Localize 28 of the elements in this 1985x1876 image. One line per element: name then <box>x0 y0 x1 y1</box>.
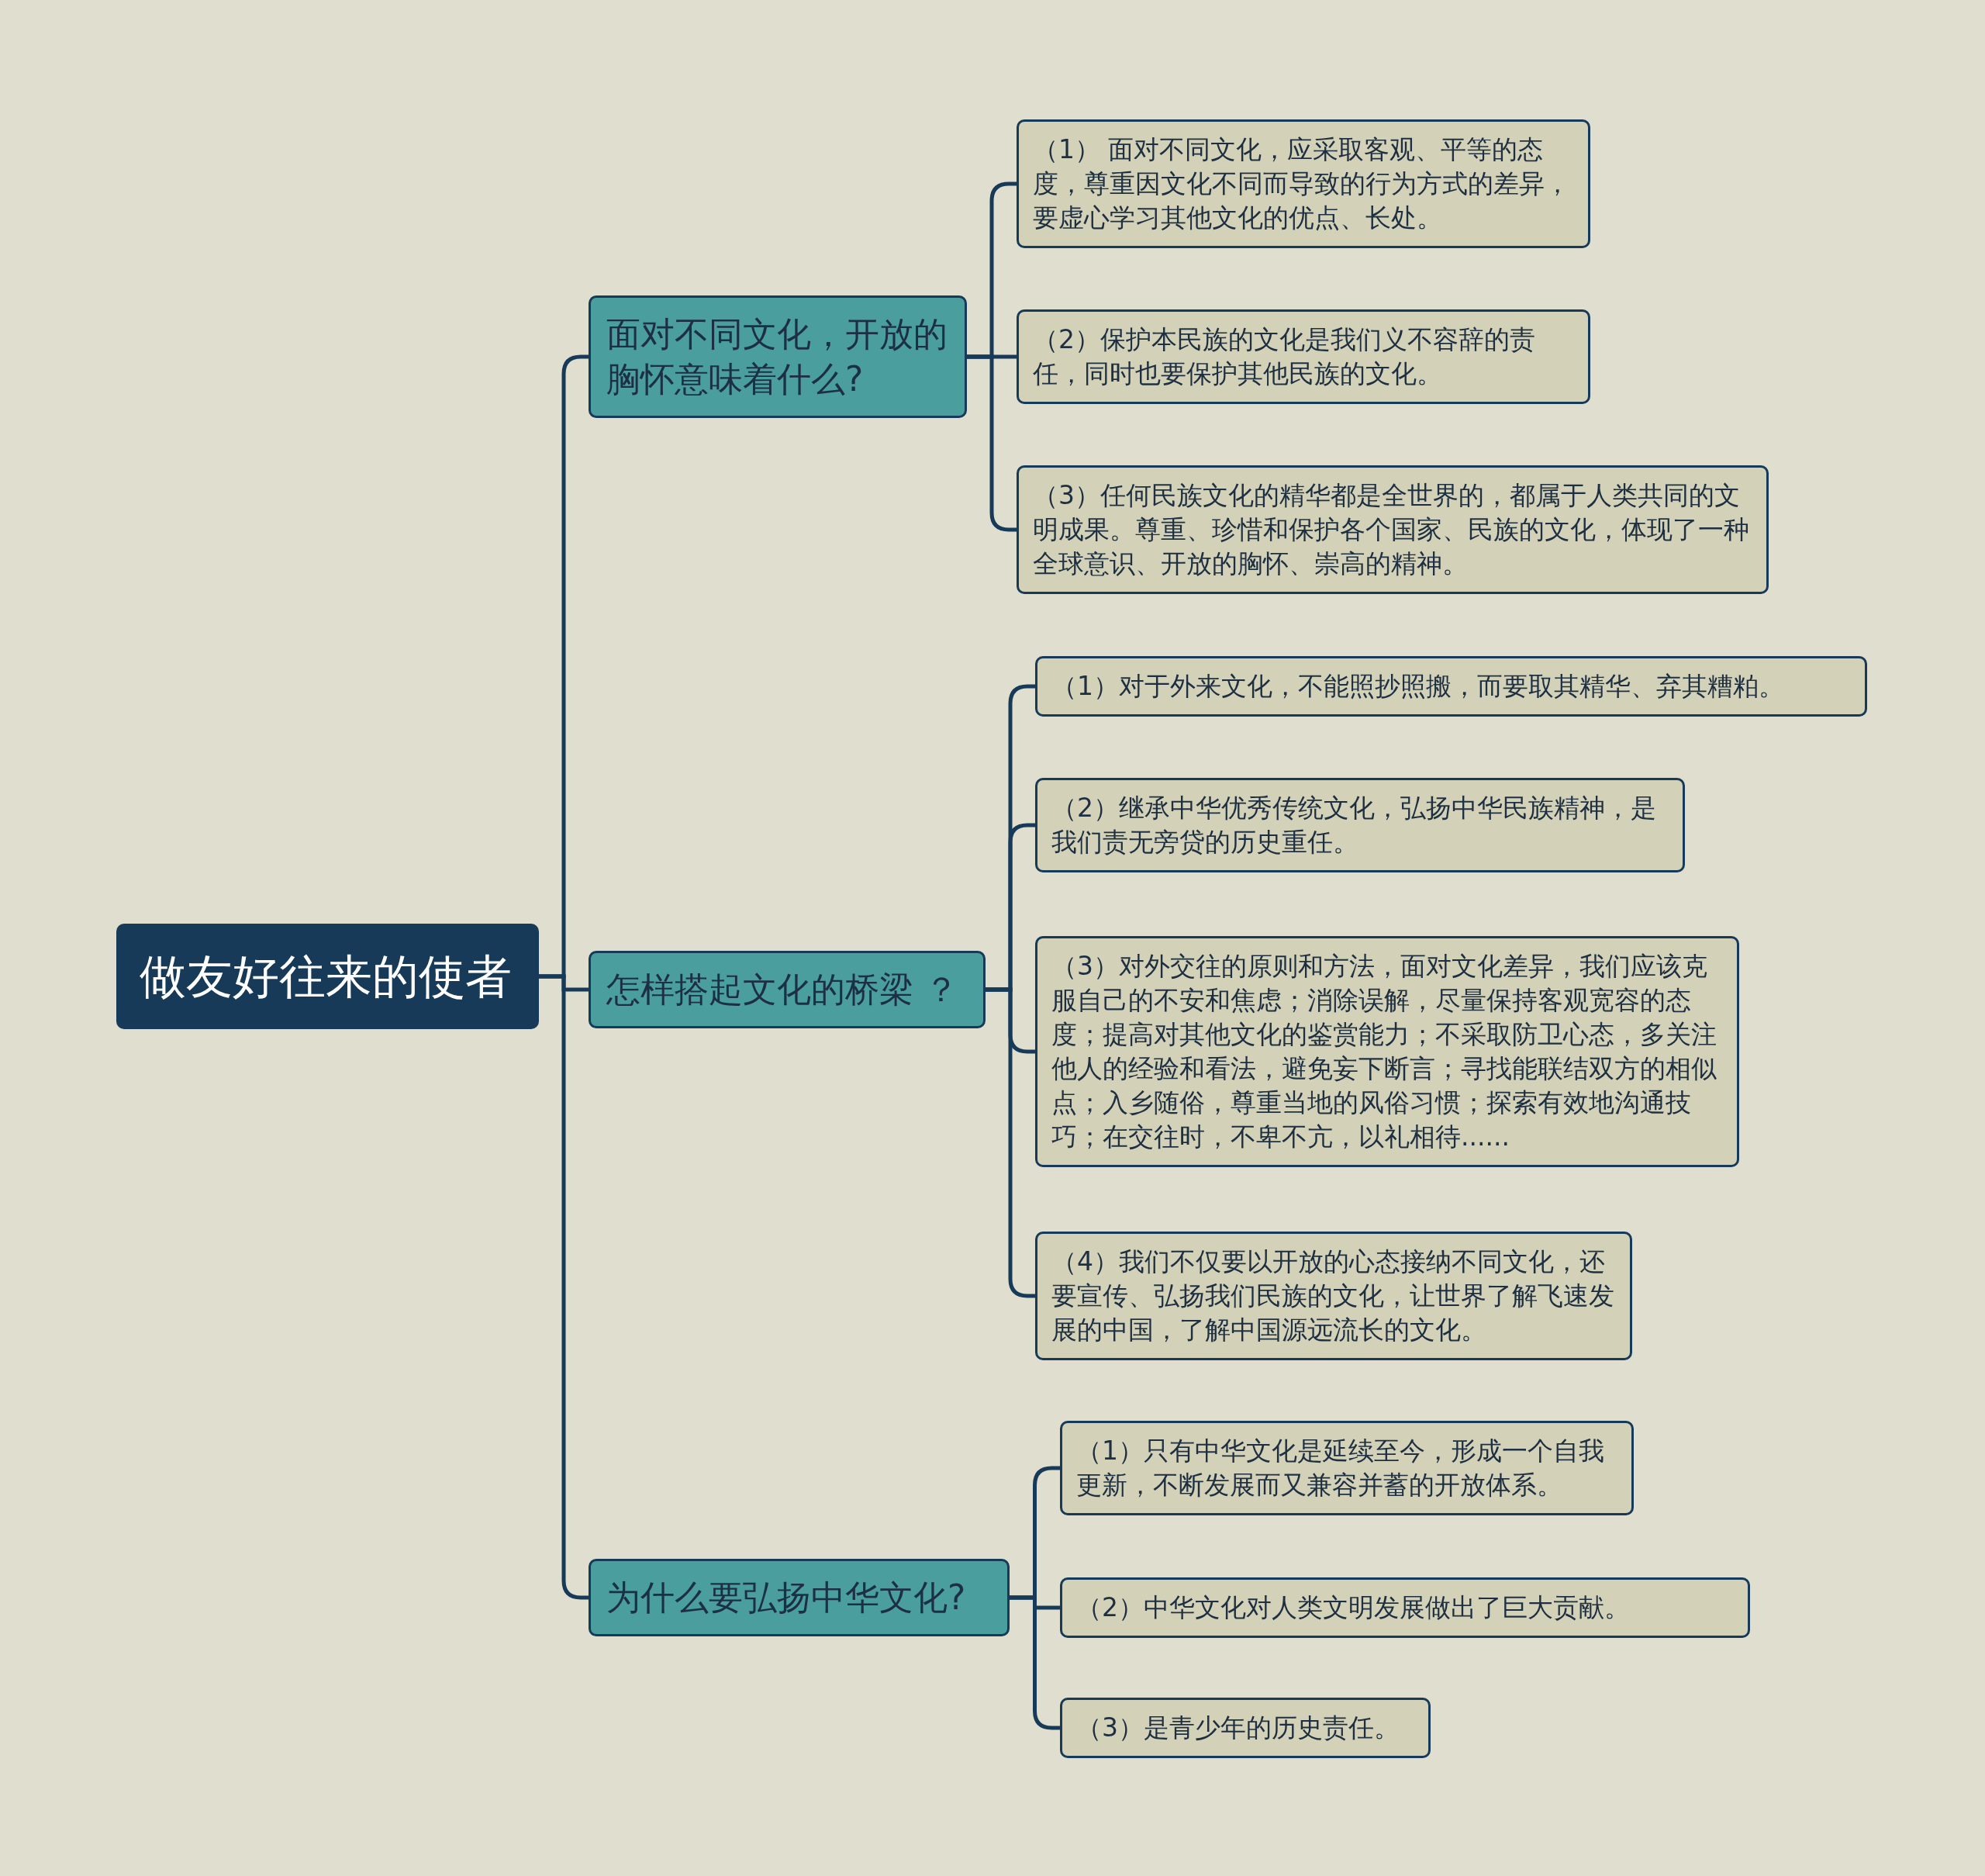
topic-text: 面对不同文化，开放的胸怀意味着什么? <box>606 314 948 399</box>
leaf-topic-box <box>1035 936 1739 1167</box>
branch-topic-box <box>589 295 967 418</box>
leaf-topic-box <box>1035 656 1867 717</box>
topic-text: （2）继承中华优秀传统文化，弘扬中华民族精神，是我们责无旁贷的历史重任。 <box>1051 793 1656 857</box>
topic-text: 为什么要弘扬中华文化? <box>606 1577 966 1617</box>
leaf-topic-box <box>1017 119 1590 248</box>
topic-text: （3）是青少年的历史责任。 <box>1076 1712 1400 1743</box>
leaf-topic-box <box>1060 1698 1431 1758</box>
branch-topic-box <box>589 951 986 1028</box>
topic-text: （2）保护本民族的文化是我们义不容辞的责任，同时也要保护其他民族的文化。 <box>1033 324 1535 389</box>
topic-text: （3）对外交往的原则和方法，面对文化差异，我们应该克服自己的不安和焦虑；消除误解，尽量保持客观宽容的态度；提高对其他文化的鉴赏能力；不采取防卫心态，多关注他人的经验和看法，避免妄下断言；寻找能联结双方的相似点；入乡随俗，尊重当地的风俗习惯；探索有效地沟通技巧；在交往时，不卑不亢，以礼相待...... <box>1051 951 1717 1152</box>
root-topic-box <box>116 924 539 1029</box>
leaf-topic-box <box>1060 1421 1634 1515</box>
topic-text: （2）中华文化对人类文明发展做出了巨大贡献。 <box>1076 1592 1630 1622</box>
leaf-topic-box <box>1017 465 1769 594</box>
leaf-topic-box <box>1035 778 1685 872</box>
topic-text: （1）对于外来文化，不能照抄照搬，而要取其精华、弃其糟粕。 <box>1051 671 1784 701</box>
topic-text: （4）我们不仅要以开放的心态接纳不同文化，还要宣传、弘扬我们民族的文化，让世界了解飞速发展的中国，了解中国源远流长的文化。 <box>1051 1246 1614 1345</box>
topic-text: 怎样搭起文化的桥梁 ？ <box>606 969 958 1009</box>
topic-text: 做友好往来的使者 <box>140 949 512 1004</box>
topic-text: （1） 面对不同文化，应采取客观、平等的态度，尊重因文化不同而导致的行为方式的差异，要虚心学习其他文化的优点、长处。 <box>1033 134 1570 233</box>
leaf-topic-box <box>1017 309 1590 404</box>
leaf-topic-box <box>1060 1577 1750 1638</box>
topic-text: （3）任何民族文化的精华都是全世界的，都属于人类共同的文明成果。尊重、珍惜和保护各个国家、民族的文化，体现了一种全球意识、开放的胸怀、崇高的精神。 <box>1033 480 1749 579</box>
branch-topic-box <box>589 1559 1010 1636</box>
topic-text: （1）只有中华文化是延续至今，形成一个自我更新，不断发展而又兼容并蓄的开放体系。 <box>1076 1436 1604 1500</box>
leaf-topic-box <box>1035 1232 1632 1360</box>
